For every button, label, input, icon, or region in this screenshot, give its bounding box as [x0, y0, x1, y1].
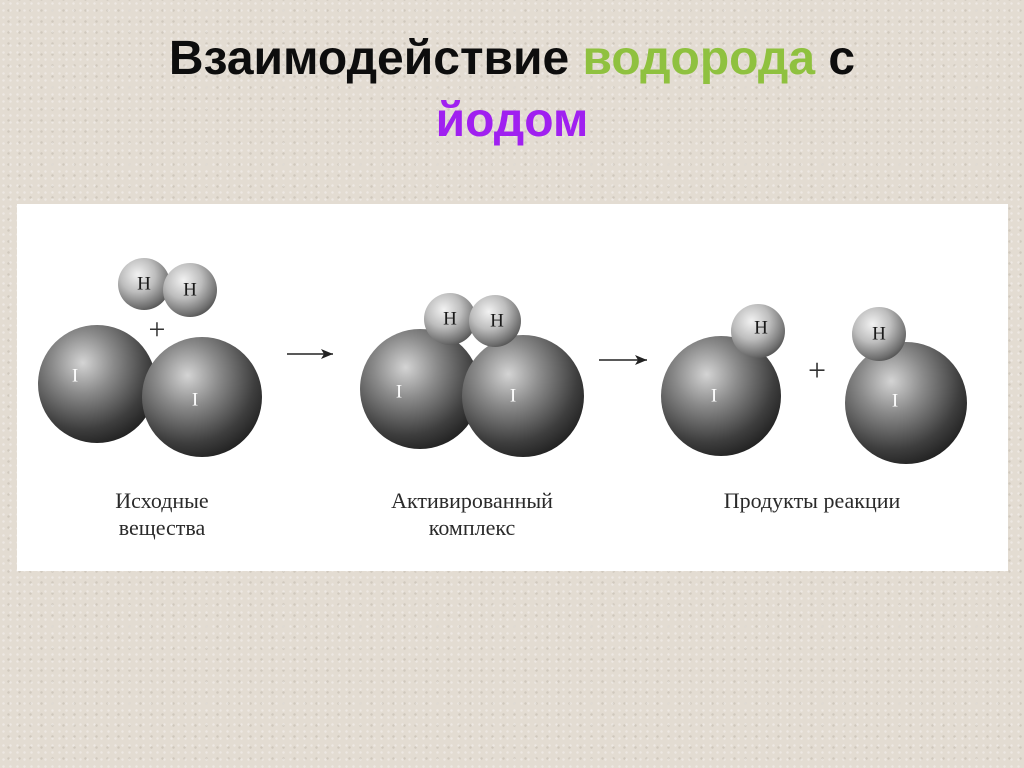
stage-label-line: вещества: [118, 515, 206, 540]
title-line-1: Взаимодействие водорода с: [0, 28, 1024, 90]
iodine-atom: [845, 342, 967, 464]
hydrogen-symbol: H: [490, 311, 504, 332]
hydrogen-atom: [163, 263, 217, 317]
reactants-group: I I + H H: [38, 258, 262, 457]
hydrogen-atom: [118, 258, 170, 310]
iodine-symbol: I: [711, 386, 717, 407]
activated-complex-group: I I H H: [360, 293, 584, 457]
hydrogen-atom: [852, 307, 906, 361]
title-text-1: Взаимодействие: [168, 32, 583, 85]
reaction-diagram-panel: I I + H H I I H H: [17, 204, 1008, 571]
iodine-symbol: I: [192, 390, 198, 411]
iodine-atom: [462, 335, 584, 457]
reaction-arrow: [599, 355, 647, 365]
iodine-symbol: I: [72, 366, 78, 387]
stage-label-line: Исходные: [115, 488, 209, 513]
iodine-atom: [661, 336, 781, 456]
stage-label-line: комплекс: [428, 515, 516, 540]
hydrogen-symbol: H: [443, 309, 457, 330]
iodine-symbol: I: [510, 386, 516, 407]
title-iodine-word: йодом: [435, 94, 589, 147]
plus-sign: +: [808, 352, 826, 388]
hydrogen-symbol: H: [754, 318, 768, 339]
hydrogen-atom: [469, 295, 521, 347]
iodine-atom: [360, 329, 480, 449]
iodine-atom: [38, 325, 156, 443]
title-hydrogen-word: водорода: [582, 32, 816, 85]
stage-label-products: Продукты реакции: [677, 487, 947, 514]
hydrogen-symbol: H: [183, 280, 197, 301]
reaction-arrow: [287, 349, 333, 359]
iodine-atom: [142, 337, 262, 457]
stage-label-reactants: Исходные вещества: [67, 487, 257, 541]
hydrogen-atom: [424, 293, 476, 345]
slide-title: Взаимодействие водорода с йодом: [0, 28, 1024, 152]
hydrogen-atom: [731, 304, 785, 358]
hydrogen-symbol: H: [137, 274, 151, 295]
iodine-symbol: I: [396, 382, 402, 403]
stage-label-activated-complex: Активированный комплекс: [342, 487, 602, 541]
stage-label-line: Продукты реакции: [723, 488, 901, 513]
stage-label-line: Активированный: [391, 488, 553, 513]
products-group: I H + I H: [661, 304, 967, 464]
plus-sign: +: [149, 313, 166, 346]
hydrogen-symbol: H: [872, 324, 886, 345]
title-text-3: с: [815, 32, 856, 85]
iodine-symbol: I: [892, 391, 898, 412]
reaction-diagram: I I + H H I I H H: [38, 258, 967, 464]
